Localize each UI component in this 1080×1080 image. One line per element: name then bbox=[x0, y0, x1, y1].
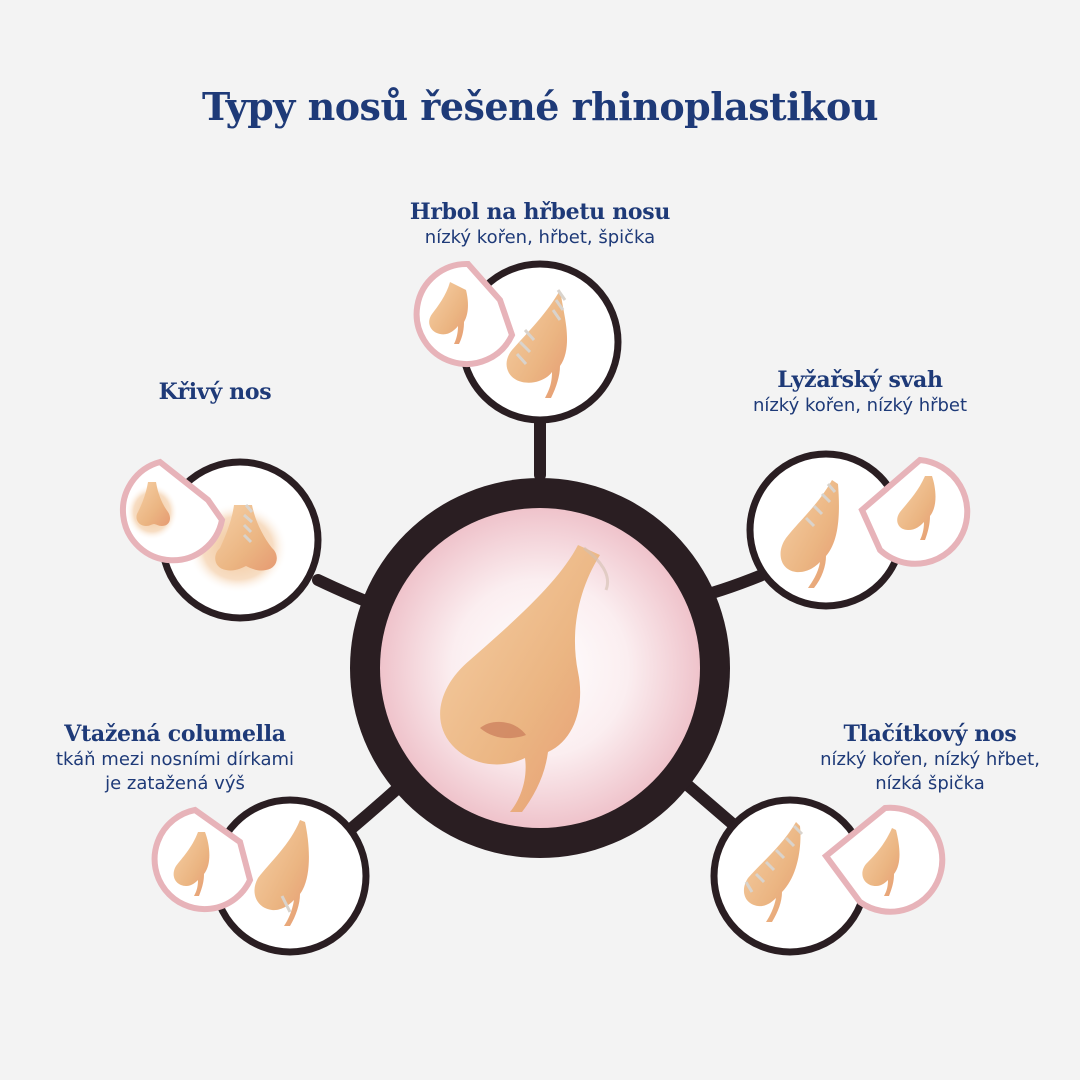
type-desc: nízká špička bbox=[875, 773, 985, 794]
type-name: Tlačítkový nos bbox=[843, 721, 1017, 747]
crooked-nose-group bbox=[119, 458, 322, 622]
type-desc: je zatažená výš bbox=[105, 773, 245, 794]
type-desc: nízký kořen, nízký hřbet, bbox=[820, 749, 1040, 770]
button-nose-group bbox=[710, 796, 946, 956]
label-ski-slope: Lyžařský svah nízký kořen, nízký hřbet bbox=[690, 366, 1030, 418]
retracted-columella-group bbox=[151, 796, 370, 956]
center-nose-circle bbox=[350, 478, 730, 858]
ski-slope-nose-group bbox=[746, 450, 971, 610]
type-name: Křivý nos bbox=[158, 379, 272, 405]
type-desc: nízký kořen, hřbet, špička bbox=[424, 227, 656, 248]
label-crooked-nose: Křivý nos bbox=[110, 378, 320, 406]
nose-icon-large bbox=[440, 545, 609, 812]
type-desc: nízký kořen, nízký hřbet bbox=[752, 395, 968, 416]
type-name: Vtažená columella bbox=[64, 721, 286, 747]
label-button-nose: Tlačítkový nos nízký kořen, nízký hřbet,… bbox=[770, 720, 1080, 796]
hump-nose-group bbox=[413, 260, 622, 424]
page-title: Typy nosů řešené rhinoplastikou bbox=[202, 84, 878, 129]
type-desc: tkáň mezi nosními dírkami bbox=[55, 749, 295, 770]
label-hump: Hrbol na hřbetu nosu nízký kořen, hřbet,… bbox=[330, 198, 750, 250]
type-name: Lyžařský svah bbox=[777, 367, 943, 393]
type-name: Hrbol na hřbetu nosu bbox=[409, 199, 671, 225]
label-retracted-columella: Vtažená columella tkáň mezi nosními dírk… bbox=[20, 720, 330, 796]
